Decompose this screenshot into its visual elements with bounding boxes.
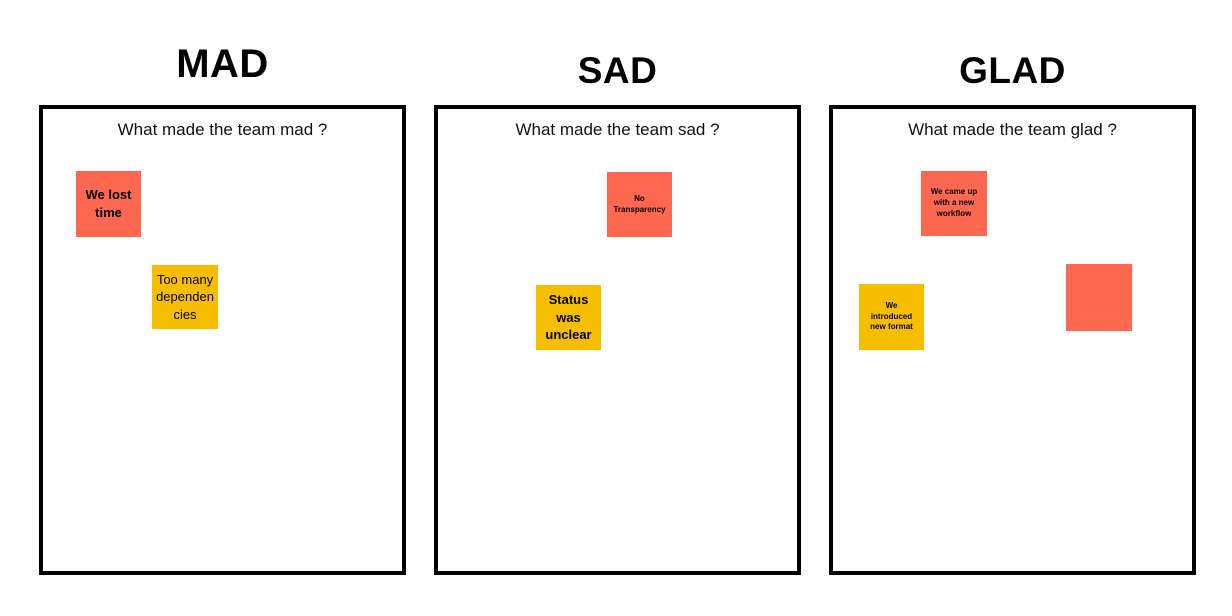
sticky-note[interactable]: Status was unclear <box>536 285 601 350</box>
column-glad: GLAD What made the team glad ? We came u… <box>829 0 1196 575</box>
sticky-note[interactable]: We lost time <box>76 171 141 237</box>
column-title-sad: SAD <box>577 50 658 91</box>
column-title-mad: MAD <box>176 42 269 86</box>
sticky-note[interactable]: We introduced new format <box>859 284 924 350</box>
frame-glad[interactable]: What made the team glad ? We came up wit… <box>829 105 1196 575</box>
retro-board: MAD What made the team mad ? We lost tim… <box>39 0 1196 575</box>
column-sad: SAD What made the team sad ? No Transpar… <box>434 0 801 575</box>
column-mad: MAD What made the team mad ? We lost tim… <box>39 0 406 575</box>
sticky-note[interactable]: We came up with a new workflow <box>921 171 987 236</box>
notes-layer-glad: We came up with a new workflow We introdu… <box>833 109 1192 571</box>
frame-sad[interactable]: What made the team sad ? No Transparency… <box>434 105 801 575</box>
column-title-glad: GLAD <box>959 50 1066 91</box>
frame-question-sad: What made the team sad ? <box>515 120 720 139</box>
frame-question-mad: What made the team mad ? <box>117 120 328 139</box>
sticky-note[interactable]: No Transparency <box>607 172 672 237</box>
sticky-note[interactable]: Too many dependen cies <box>152 265 218 329</box>
sticky-note[interactable] <box>1066 264 1132 331</box>
frame-question-glad: What made the team glad ? <box>908 120 1117 139</box>
